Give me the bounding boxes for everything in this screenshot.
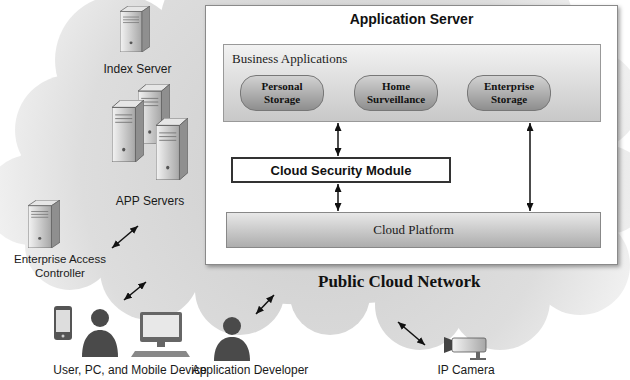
node-label: Application Developer bbox=[192, 363, 309, 377]
node-label: Personal Storage bbox=[245, 80, 319, 105]
node-label: Enterprise Storage bbox=[472, 80, 546, 105]
server-icon bbox=[120, 6, 150, 52]
node-label: Business Applications bbox=[232, 51, 347, 67]
node-label: Public Cloud Network bbox=[318, 272, 480, 292]
application-pill: Personal Storage bbox=[240, 75, 324, 111]
server-node: Index Server bbox=[95, 4, 180, 76]
node-label: IP Camera bbox=[437, 363, 494, 377]
server-icon bbox=[138, 84, 170, 144]
application-band: Personal Storage Home Surveillance Enterpr… bbox=[223, 44, 601, 122]
security-box: Cloud Security Module bbox=[231, 157, 451, 183]
platform-band: Cloud Platform bbox=[226, 212, 601, 248]
person-icon bbox=[82, 309, 118, 357]
device-node: IP Camera bbox=[425, 336, 507, 377]
application-pill: Home Surveillance bbox=[354, 75, 438, 111]
server-panel: Personal Storage Home Surveillance Enterpr… bbox=[205, 5, 618, 265]
double-arrow bbox=[124, 282, 146, 300]
server-icon bbox=[112, 100, 144, 162]
double-arrow bbox=[398, 322, 425, 345]
server-node: APP Servers bbox=[100, 80, 200, 208]
node-label: Home Surveillance bbox=[359, 80, 433, 105]
node-label: Cloud Security Module bbox=[271, 163, 412, 178]
node-label: Application Server bbox=[206, 11, 617, 27]
person-icon bbox=[214, 317, 250, 361]
double-arrow bbox=[337, 184, 339, 211]
application-pill: Enterprise Storage bbox=[467, 75, 551, 111]
phone-icon bbox=[54, 306, 72, 340]
double-arrow bbox=[529, 123, 531, 211]
double-arrow bbox=[337, 123, 339, 156]
pc-icon bbox=[131, 312, 190, 357]
device-node: Enterprise Access Controller bbox=[8, 198, 112, 280]
camera-icon bbox=[444, 337, 486, 360]
node-label: APP Servers bbox=[116, 194, 184, 208]
server-icon bbox=[156, 118, 188, 180]
node-label: Enterprise Access Controller bbox=[8, 252, 112, 280]
double-arrow bbox=[256, 295, 274, 314]
device-node: Application Developer bbox=[180, 314, 320, 377]
node-label: Cloud Platform bbox=[373, 222, 454, 238]
cloud-region: Personal StorageHome SurveillanceEnterpr… bbox=[0, 0, 630, 345]
double-arrow bbox=[112, 226, 138, 248]
node-label: User, PC, and Mobile Device bbox=[53, 363, 206, 377]
node-label: Index Server bbox=[103, 62, 171, 76]
server-icon bbox=[28, 200, 60, 248]
